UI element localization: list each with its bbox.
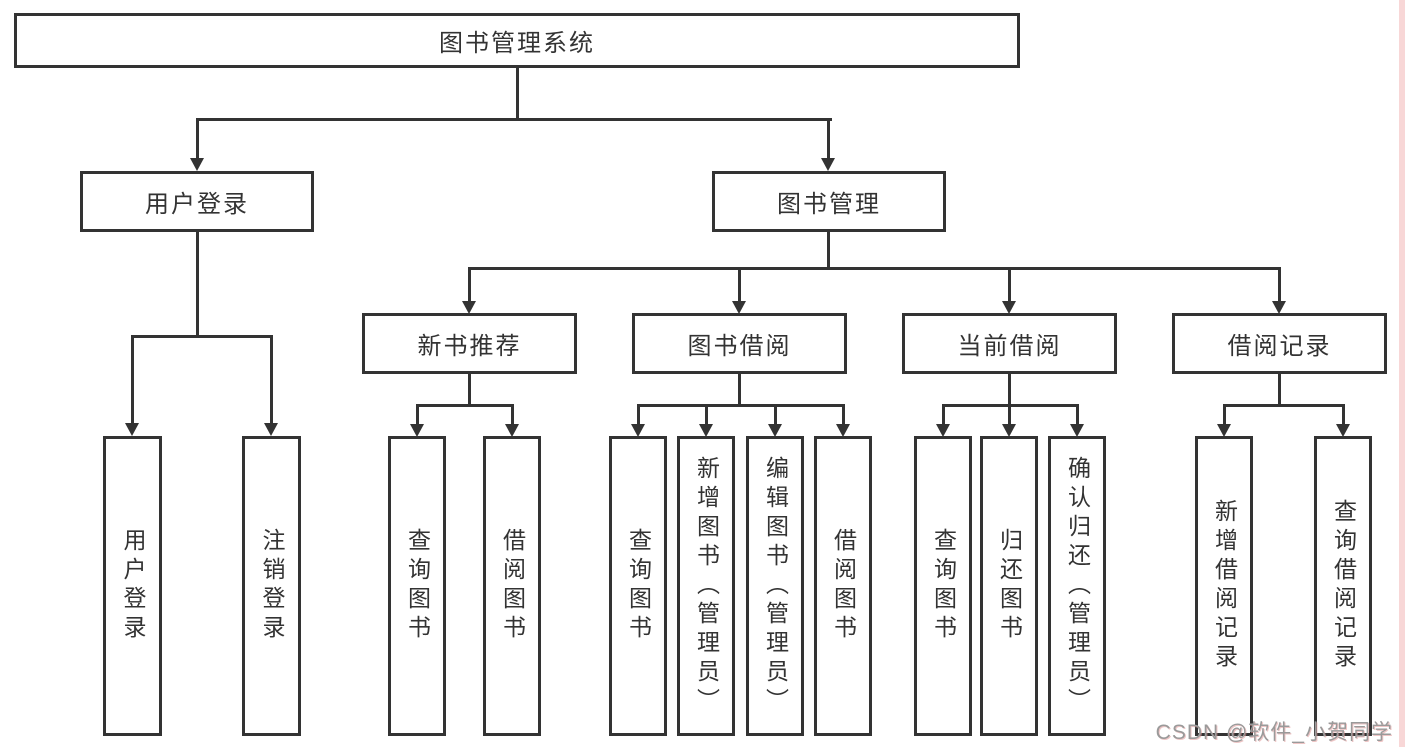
leaf-borrow-book: 借阅图书 <box>814 436 872 736</box>
connector-book-borrow-stem <box>738 374 741 406</box>
arrow-down-icon <box>836 424 850 437</box>
arrow-down-icon <box>1002 424 1016 437</box>
arrow-down-icon <box>699 424 713 437</box>
connector-leaf <box>637 404 640 424</box>
leaf-return-book: 归还图书 <box>980 436 1038 736</box>
connector-to-new-book <box>468 267 471 303</box>
node-current-borrow: 当前借阅 <box>902 313 1117 374</box>
node-new-book-recommend: 新书推荐 <box>362 313 577 374</box>
connector-leaf <box>705 404 708 424</box>
connector-root-stem <box>516 68 519 120</box>
leaf-add-borrow-record: 新增借阅记录 <box>1195 436 1253 736</box>
leaf-add-book-admin: 新增图书（管理员） <box>677 436 735 736</box>
leaf-user-login: 用户登录 <box>103 436 162 736</box>
arrow-down-icon <box>264 423 278 436</box>
leaf-logout: 注销登录 <box>242 436 301 736</box>
leaf-borrow-book: 借阅图书 <box>483 436 541 736</box>
leaf-query-book: 查询图书 <box>914 436 972 736</box>
connector-login-stem <box>196 232 199 337</box>
arrow-down-icon <box>1272 301 1286 314</box>
csdn-watermark: CSDN @软件_小贺同学 <box>1155 721 1393 744</box>
arrow-down-icon <box>1002 301 1016 314</box>
connector-to-leaf-logout <box>270 335 273 423</box>
connector-leaf <box>942 404 945 424</box>
connector-leaf <box>1076 404 1079 424</box>
arrow-down-icon <box>1217 424 1231 437</box>
node-borrow-record: 借阅记录 <box>1172 313 1387 374</box>
connector-to-current-borrow <box>1008 267 1011 303</box>
page-edge-stripe <box>1399 0 1405 747</box>
connector-leaf <box>1223 404 1226 424</box>
arrow-down-icon <box>1336 424 1350 437</box>
connector-leaf <box>842 404 845 424</box>
node-book-borrow: 图书借阅 <box>632 313 847 374</box>
connector-root-bar <box>196 118 832 121</box>
arrow-down-icon <box>1070 424 1084 437</box>
leaf-query-book: 查询图书 <box>609 436 667 736</box>
connector-leaf <box>511 404 514 424</box>
arrow-down-icon <box>936 424 950 437</box>
connector-leaf <box>774 404 777 424</box>
arrow-down-icon <box>505 424 519 437</box>
connector-borrow-record-bar <box>1223 404 1345 407</box>
connector-login-bar <box>131 335 273 338</box>
arrow-down-icon <box>768 424 782 437</box>
connector-to-leaf-login <box>131 335 134 423</box>
connector-to-book-management <box>827 118 830 160</box>
arrow-down-icon <box>631 424 645 437</box>
connector-new-book-bar <box>416 404 514 407</box>
connector-leaf <box>1342 404 1345 424</box>
arrow-down-icon <box>462 301 476 314</box>
leaf-query-borrow-record: 查询借阅记录 <box>1314 436 1372 736</box>
arrow-down-icon <box>125 423 139 436</box>
node-book-management: 图书管理 <box>712 171 946 232</box>
leaf-edit-book-admin: 编辑图书（管理员） <box>746 436 804 736</box>
connector-borrow-record-stem <box>1278 374 1281 407</box>
arrow-down-icon <box>821 158 835 171</box>
connector-management-bar <box>468 267 1281 270</box>
leaf-confirm-return-admin: 确认归还（管理员） <box>1048 436 1106 736</box>
connector-leaf <box>416 404 419 424</box>
connector-new-book-stem <box>468 374 471 406</box>
node-library-management-system: 图书管理系统 <box>14 13 1020 68</box>
connector-management-stem <box>827 232 830 270</box>
node-user-login: 用户登录 <box>80 171 314 232</box>
leaf-query-book: 查询图书 <box>388 436 446 736</box>
arrow-down-icon <box>410 424 424 437</box>
connector-current-borrow-stem <box>1008 374 1011 406</box>
connector-to-book-borrow <box>738 267 741 303</box>
connector-to-user-login <box>196 118 199 160</box>
arrow-down-icon <box>190 158 204 171</box>
connector-book-borrow-bar <box>637 404 845 407</box>
connector-to-borrow-record <box>1278 267 1281 303</box>
arrow-down-icon <box>732 301 746 314</box>
connector-leaf <box>1008 404 1011 424</box>
